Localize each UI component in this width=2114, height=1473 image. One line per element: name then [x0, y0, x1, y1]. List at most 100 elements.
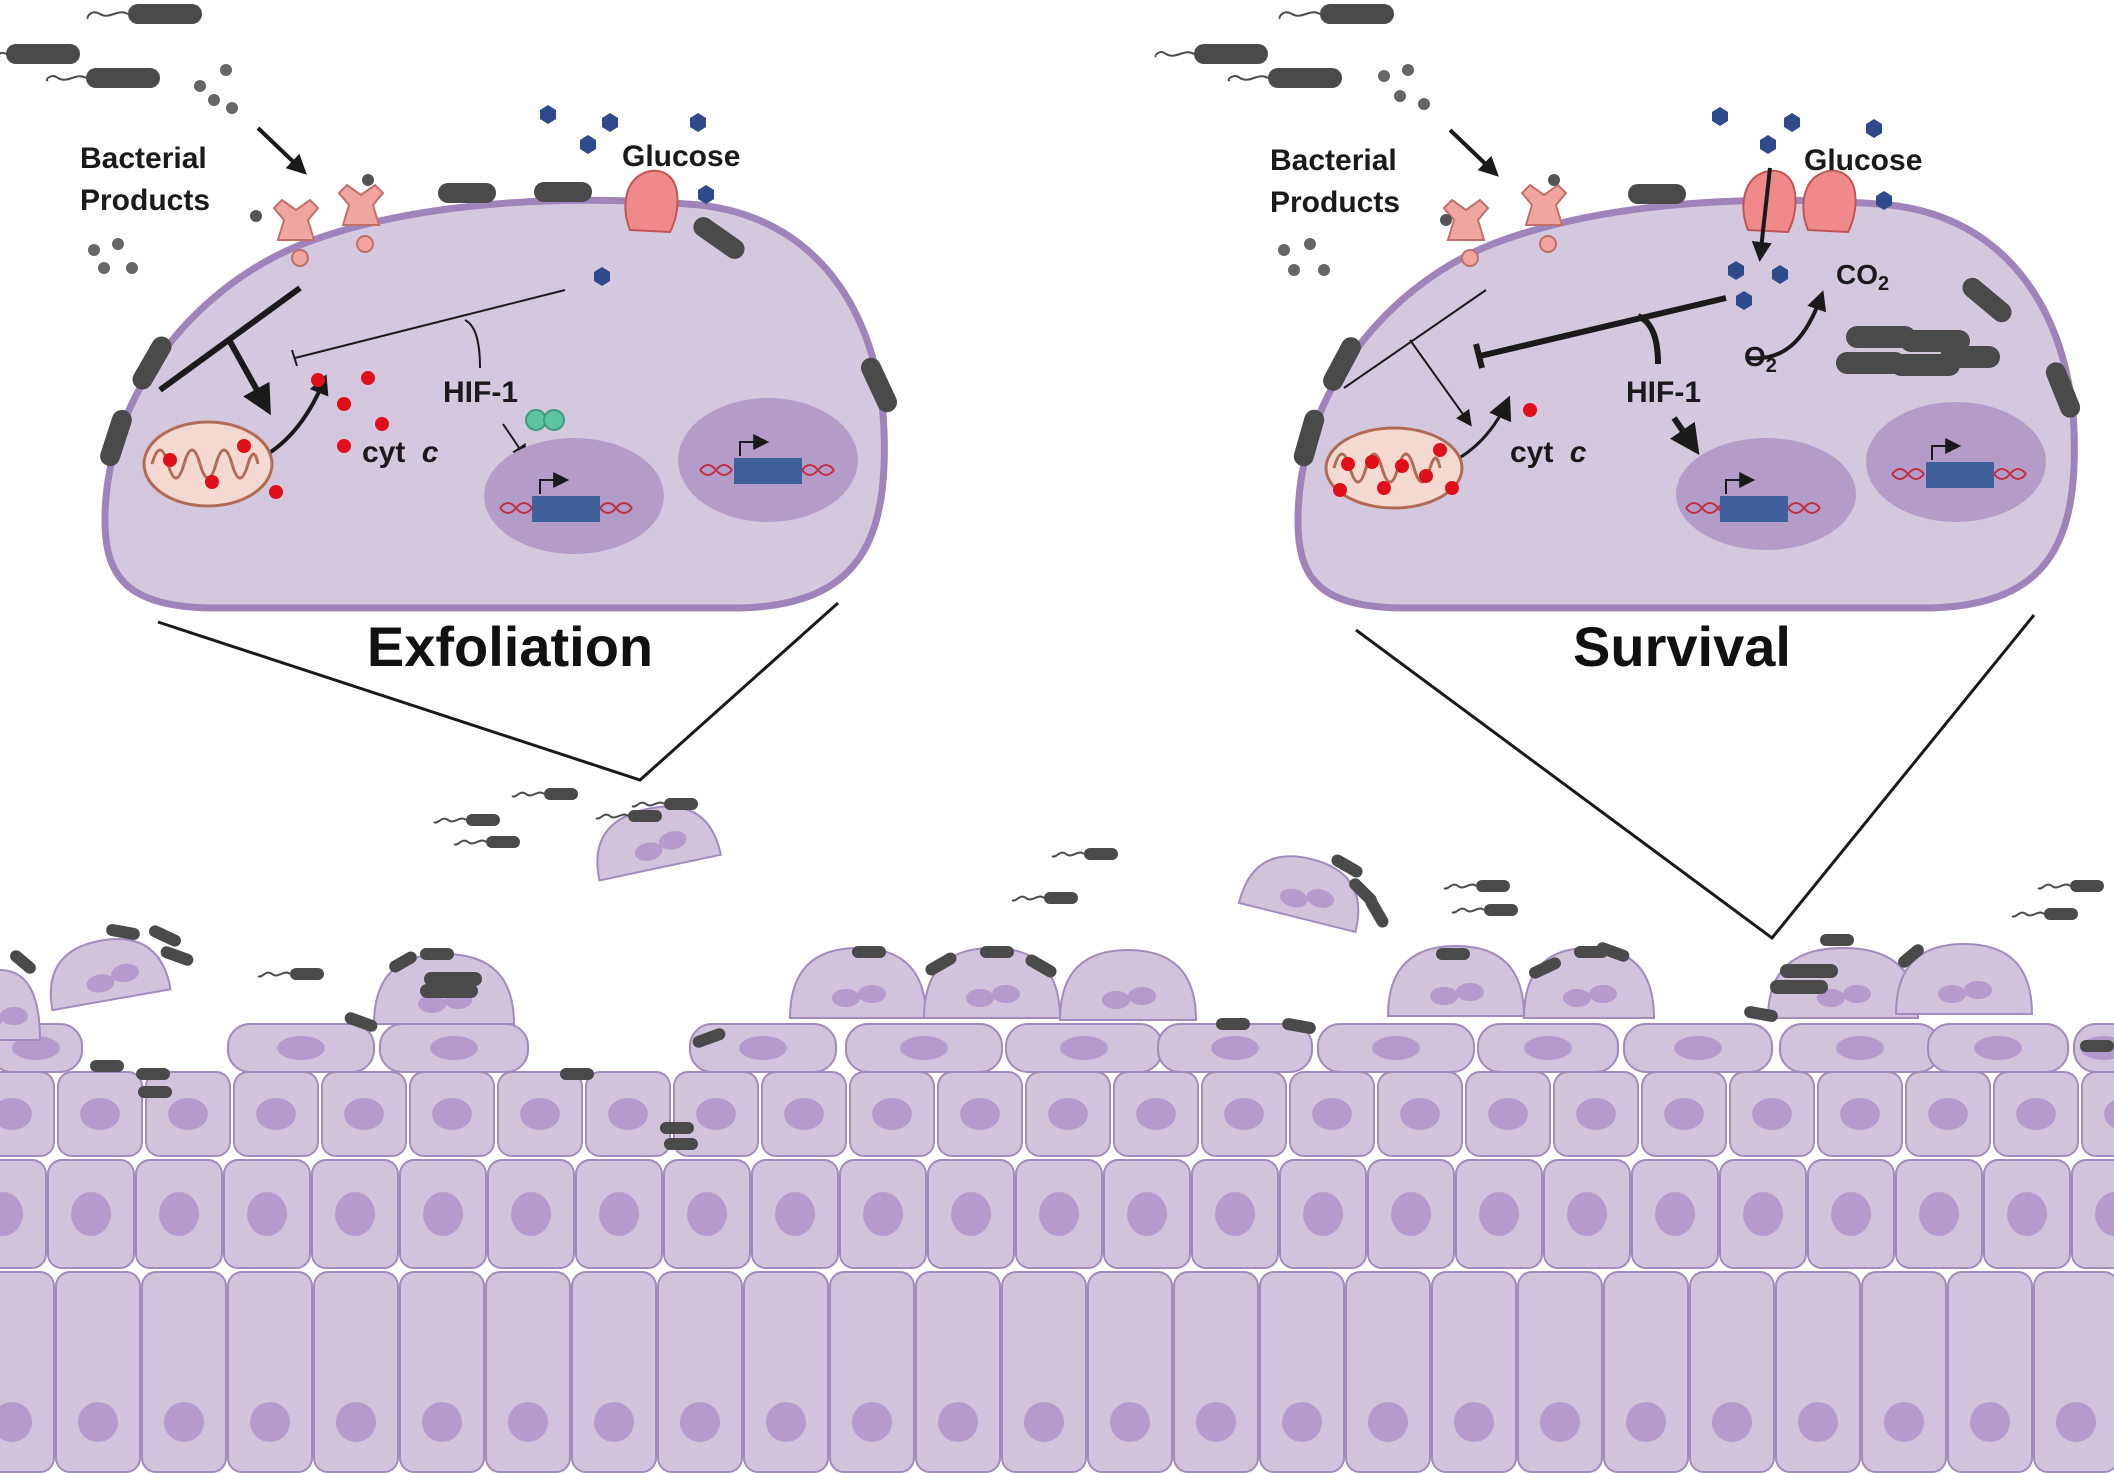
bacterium — [2070, 880, 2104, 892]
cell-nucleus — [680, 1402, 720, 1442]
epithelial-cell — [1431, 1271, 1517, 1473]
cell-nucleus — [430, 1036, 478, 1060]
bound-ligand — [1440, 214, 1452, 226]
bacterium — [664, 798, 698, 810]
cell-nucleus — [1060, 1036, 1108, 1060]
hif-dimer — [525, 409, 565, 431]
cell-nucleus — [1368, 1402, 1408, 1442]
tlr-receptor-2 — [337, 183, 385, 253]
mitochondrion — [142, 420, 283, 508]
bacterium — [160, 946, 194, 966]
cell-nucleus — [1488, 1098, 1528, 1130]
bacterium — [1529, 957, 1561, 979]
bacterium — [1820, 934, 1854, 946]
epithelial-cell — [1689, 1271, 1775, 1473]
cell-nucleus — [168, 1098, 208, 1130]
bacterium — [560, 1068, 594, 1080]
weak-arrow — [1409, 339, 1472, 427]
epithelial-cell — [1345, 1271, 1431, 1473]
panel-title-exfoliation: Exfoliation — [367, 615, 653, 678]
cytc-released — [1523, 403, 1537, 417]
cell-nucleus — [658, 831, 687, 850]
cell-nucleus — [250, 1402, 290, 1442]
cell-nucleus — [766, 1402, 806, 1442]
epithelial-cell — [399, 1271, 485, 1473]
bacterium — [138, 1086, 172, 1098]
glucose-label: Glucose — [622, 140, 740, 173]
cell-nucleus — [960, 1098, 1000, 1130]
epithelial-cell — [0, 1271, 55, 1473]
gene-locus-2 — [699, 434, 835, 484]
cell-nucleus — [966, 989, 994, 1007]
glucose-label: Glucose — [1804, 144, 1922, 177]
cell-nucleus — [1048, 1098, 1088, 1130]
cell-nucleus — [159, 1192, 199, 1236]
o2-subscript: 2 — [1766, 355, 1777, 377]
cell-nucleus — [784, 1098, 824, 1130]
cell-nucleus — [0, 1402, 32, 1442]
epithelial-cell — [227, 1271, 313, 1473]
hif-to-nucleus-arrow — [1670, 416, 1700, 455]
cell-nucleus — [418, 995, 446, 1013]
flagellum — [433, 817, 467, 824]
bacterium — [2044, 908, 2078, 920]
epithelial-cell — [1517, 1271, 1603, 1473]
cell-nucleus — [164, 1402, 204, 1442]
bacterium — [1282, 1018, 1316, 1034]
cell-nucleus — [1970, 1402, 2010, 1442]
epithelial-cell — [657, 1271, 743, 1473]
o2-label: O2 — [1744, 341, 1777, 377]
epithelial-cell — [1775, 1271, 1861, 1473]
bacterium — [692, 1028, 726, 1048]
epithelial-cell — [743, 1271, 829, 1473]
glucose-molecules — [540, 105, 714, 286]
cell-nucleus — [78, 1402, 118, 1442]
surviving-cell — [1294, 196, 2078, 612]
tlr-receptor-2 — [1520, 183, 1568, 253]
glucose-transporter — [1802, 169, 1857, 234]
epithelial-cell — [1001, 1271, 1087, 1473]
cell-nucleus — [86, 974, 115, 993]
cell-nucleus — [594, 1402, 634, 1442]
cell-nucleus — [256, 1098, 296, 1130]
cell-nucleus — [852, 1402, 892, 1442]
cytc-italic: c — [422, 436, 439, 469]
bacterium — [660, 1122, 694, 1134]
cell-nucleus — [900, 1036, 948, 1060]
flagellum — [1451, 907, 1485, 914]
cell-nucleus — [634, 842, 663, 861]
cell-nucleus — [520, 1098, 560, 1130]
flagellum — [2037, 883, 2071, 890]
entry-arrow — [1448, 128, 1499, 177]
hif-branch-curve — [1636, 313, 1661, 365]
cell-nucleus — [80, 1098, 120, 1130]
entry-arrow — [256, 126, 307, 175]
cell-nucleus — [1840, 1098, 1880, 1130]
cell-nucleus — [1752, 1098, 1792, 1130]
cell-nucleus — [71, 1192, 111, 1236]
bacterium — [664, 1138, 698, 1150]
cell-nucleus — [1576, 1098, 1616, 1130]
epithelial-cell — [1173, 1271, 1259, 1473]
cell-nucleus — [2056, 1402, 2096, 1442]
free-bacteria — [1154, 4, 1394, 88]
gene-locus-2 — [1891, 438, 2027, 488]
cell-nucleus — [1964, 981, 1992, 999]
cell-nucleus — [1567, 1192, 1607, 1236]
cell-nucleus — [1430, 987, 1458, 1005]
bacterium — [10, 950, 36, 974]
co2-label: CO2 — [1836, 259, 1889, 295]
epithelial-cell — [141, 1271, 227, 1473]
epithelial-cell — [55, 1271, 141, 1473]
cell-nucleus — [0, 1192, 23, 1236]
o2-to-co2-arrow — [1747, 290, 1827, 361]
cytc-label: cyt c — [362, 436, 439, 469]
bacterium — [420, 984, 478, 998]
cell-nucleus — [508, 1402, 548, 1442]
bacterium — [980, 946, 1014, 958]
cytc-text: cyt — [362, 436, 405, 469]
cell-nucleus — [1664, 1098, 1704, 1130]
cell-nucleus — [1843, 985, 1871, 1003]
cell-nucleus — [1479, 1192, 1519, 1236]
epithelial-cell — [313, 1271, 399, 1473]
